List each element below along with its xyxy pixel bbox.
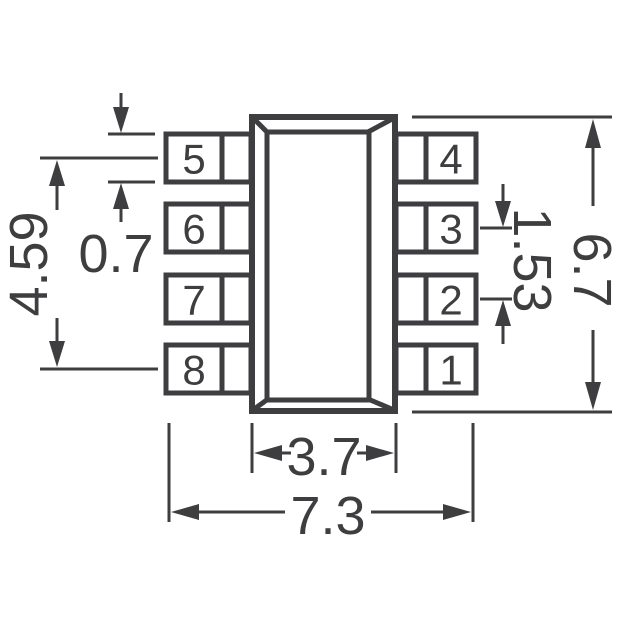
- pin-8-label: 8: [182, 347, 205, 394]
- up-arrow-icon: [585, 119, 601, 148]
- body-chamfer-bottom-right: [367, 396, 395, 413]
- pin-6-label: 6: [182, 206, 205, 253]
- right-arrow-icon: [366, 445, 394, 461]
- pin-1: 1: [393, 342, 479, 396]
- up-arrow-icon: [49, 160, 65, 186]
- dim-pin-span-label: 4.59: [0, 211, 59, 316]
- dim-body-length: 6.7: [412, 115, 622, 414]
- left-arrow-icon: [171, 504, 199, 520]
- body-chamfer-top-left: [251, 116, 270, 135]
- pin-3-label: 3: [439, 206, 462, 253]
- pin-2-label: 2: [439, 277, 462, 324]
- up-arrow-icon: [495, 300, 511, 326]
- pins-left: 5 6 7 8: [163, 131, 254, 396]
- dim-body-width: 3.7: [250, 423, 398, 487]
- dim-pin-span: 4.59: [0, 156, 158, 371]
- dim-pitch-label: 1.53: [502, 207, 562, 312]
- pin-7-label: 7: [182, 277, 205, 324]
- package-body-inner-outline: [264, 129, 372, 403]
- pin-8: 8: [163, 342, 254, 396]
- dim-pitch: 1.53: [480, 184, 562, 344]
- pin-5-box: [163, 131, 254, 185]
- up-arrow-icon: [113, 183, 129, 209]
- body-chamfer-top-right: [366, 115, 396, 135]
- down-arrow-icon: [585, 382, 601, 410]
- pin-7-box: [163, 272, 254, 326]
- pin-4-box: [393, 131, 479, 185]
- down-arrow-icon: [49, 341, 65, 367]
- pin-6-box: [163, 201, 254, 255]
- pin-5: 5: [163, 131, 254, 185]
- down-arrow-icon: [495, 201, 511, 227]
- right-arrow-icon: [443, 504, 471, 520]
- dim-lead-width-label: 0.7: [78, 224, 153, 284]
- pin-8-box: [163, 342, 254, 396]
- dim-overall-width: 7.3: [167, 423, 475, 546]
- pin-1-label: 1: [439, 347, 462, 394]
- dim-lead-width: 0.7: [78, 93, 155, 284]
- dim-overall-width-label: 7.3: [290, 486, 365, 546]
- down-arrow-icon: [113, 107, 129, 133]
- pin-6: 6: [163, 201, 254, 255]
- dim-body-width-label: 3.7: [286, 427, 361, 487]
- dim-body-length-label: 6.7: [562, 232, 622, 307]
- left-arrow-icon: [254, 445, 282, 461]
- pin-3-box: [393, 201, 479, 255]
- pin-4: 4: [393, 131, 479, 185]
- pin-2: 2: [393, 272, 479, 326]
- pin-3: 3: [393, 201, 479, 255]
- pin-7: 7: [163, 272, 254, 326]
- pins-right: 4 3 2 1: [393, 131, 479, 396]
- pin-1-box: [393, 342, 479, 396]
- pin-5-label: 5: [182, 136, 205, 183]
- package-body: [249, 114, 398, 414]
- body-chamfer-bottom-left: [251, 396, 270, 413]
- pin-2-box: [393, 272, 479, 326]
- pin-4-label: 4: [439, 136, 462, 183]
